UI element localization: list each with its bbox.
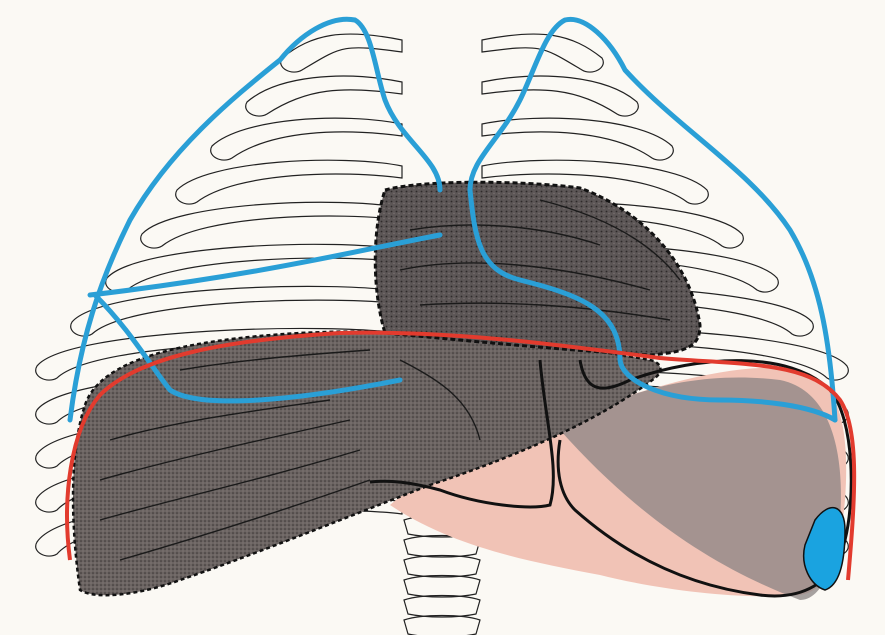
rib-left-5 [141, 202, 402, 248]
heart-area [375, 182, 700, 355]
vertebra-5 [404, 596, 480, 618]
rib-left-4 [176, 160, 402, 204]
vertebra-4 [404, 576, 480, 598]
vertebra-6 [404, 616, 480, 635]
rib-left-3 [211, 118, 402, 160]
rib-right-2 [482, 76, 638, 116]
rib-left-7 [71, 286, 402, 336]
rib-right-3 [482, 118, 673, 160]
vertebra-3 [404, 556, 480, 578]
